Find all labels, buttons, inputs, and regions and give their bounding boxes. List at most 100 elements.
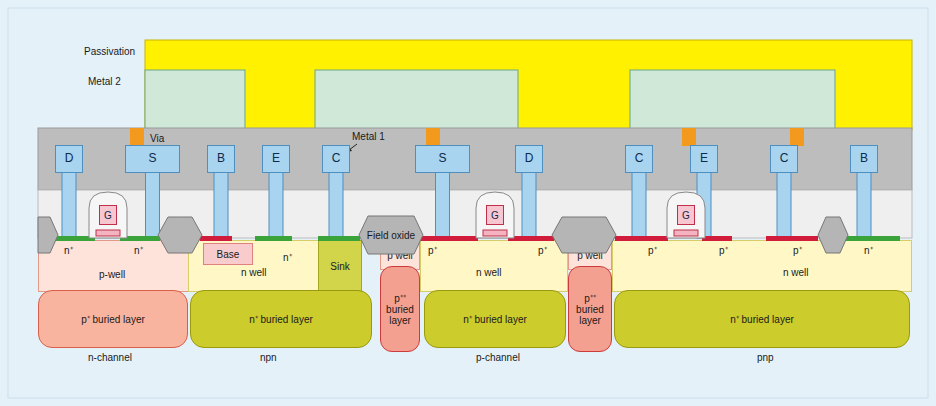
node-label: S [438, 152, 446, 165]
contact-plug [632, 172, 646, 238]
gate-spacer [667, 192, 705, 238]
node-label: G [682, 210, 690, 221]
passivation-layer [145, 40, 912, 130]
metal1-contact: D [55, 145, 83, 173]
via [682, 128, 696, 146]
metal1-contact: C [770, 145, 798, 173]
base-region: Base [203, 243, 253, 265]
part-label: n⁺ [64, 245, 73, 256]
sink-region: Sink [318, 240, 362, 292]
contact-plug [214, 172, 228, 238]
gate-poly: G [486, 205, 504, 225]
metal1-contact: E [262, 145, 290, 173]
node-label: D [65, 152, 74, 165]
node-label: Base [217, 249, 240, 260]
metal2-line [315, 70, 518, 130]
part-label: Via [150, 133, 164, 144]
node-label: p⁺⁺ buried layer [569, 293, 611, 326]
contact-plug [777, 172, 791, 238]
part-label: n-channel [88, 352, 132, 363]
leader-line [349, 144, 357, 150]
node-label: S [148, 152, 156, 165]
gate-spacer [476, 192, 514, 238]
contact-plug [436, 172, 450, 238]
contact-plug [62, 172, 76, 238]
contact-plug [857, 172, 871, 238]
node-label: B [217, 152, 225, 165]
node-label: C [332, 152, 341, 165]
n-well-region: n wellBase [188, 240, 320, 292]
node-label: n well [783, 267, 809, 278]
frame [8, 8, 928, 398]
via [130, 128, 144, 146]
node-label: p-well [99, 269, 125, 280]
metal2-line [145, 70, 245, 130]
contact-plug [522, 172, 536, 238]
node-label: G [491, 210, 499, 221]
part-label: p⁺ [428, 245, 437, 256]
part-label: p⁺ [719, 245, 728, 256]
part-label: Metal 1 [352, 131, 385, 142]
via [790, 128, 804, 146]
part-label: Passivation [84, 46, 135, 57]
node-label: Field oxide [367, 230, 415, 241]
metal1-contact: S [125, 145, 180, 173]
part-label: n⁺ [864, 245, 873, 256]
gate-poly-base [96, 230, 120, 236]
node-label: C [635, 152, 644, 165]
part-label: n⁺ [283, 252, 292, 263]
node-label: G [104, 210, 112, 221]
node-label: E [272, 152, 280, 165]
buried-layer: p⁺ buried layer [38, 290, 188, 348]
gate-poly: G [677, 205, 695, 225]
node-label: n well [476, 267, 502, 278]
metal2-line [630, 70, 835, 130]
metal1-contact: S [415, 145, 470, 173]
gate-spacer [89, 192, 127, 238]
buried-layer: n⁺ buried layer [424, 290, 566, 348]
gate-poly-base [483, 230, 507, 236]
metal1-contact: B [207, 145, 235, 173]
node-label: B [860, 152, 868, 165]
field-oxide: Field oxide [358, 215, 424, 255]
node-label: E [700, 152, 708, 165]
buried-layer: p⁺⁺ buried layer [568, 266, 612, 352]
buried-layer: n⁺ buried layer [190, 290, 372, 348]
metal1-contact: E [690, 145, 718, 173]
contact-plug [146, 172, 160, 238]
part-label: p⁺ [793, 245, 802, 256]
node-label: C [780, 152, 789, 165]
pre-metal-dielectric [38, 190, 912, 238]
node-label: p well [577, 250, 603, 261]
node-label: p⁺ buried layer [81, 314, 145, 325]
node-label: n⁺ buried layer [463, 314, 527, 325]
metal1-contact: C [625, 145, 653, 173]
node-label: Sink [330, 261, 349, 272]
part-label: pnp [757, 352, 774, 363]
buried-layer: p⁺⁺ buried layer [380, 266, 420, 352]
metal1-contact: C [322, 145, 350, 173]
dielectric-layer [38, 128, 912, 190]
contact-plug [697, 172, 711, 238]
metal1-contact: B [850, 145, 878, 173]
p-well-region: p-well [38, 240, 190, 292]
via [426, 128, 440, 146]
gate-poly-base [674, 230, 698, 236]
part-label: p-channel [476, 352, 520, 363]
contact-plug [329, 172, 343, 238]
buried-layer: n⁺ buried layer [614, 290, 910, 348]
part-label: n⁺ [134, 245, 143, 256]
metal1-contact: D [515, 145, 543, 173]
gate-poly: G [99, 205, 117, 225]
part-label: Metal 2 [88, 76, 121, 87]
node-label: n⁺ buried layer [249, 314, 313, 325]
part-label: p⁺ [648, 245, 657, 256]
node-label: n well [241, 267, 267, 278]
node-label: p⁺⁺ buried layer [381, 293, 419, 326]
part-label: npn [260, 352, 277, 363]
node-label: D [525, 152, 534, 165]
contact-plug [269, 172, 283, 238]
part-label: p⁺ [538, 245, 547, 256]
node-label: n⁺ buried layer [730, 314, 794, 325]
